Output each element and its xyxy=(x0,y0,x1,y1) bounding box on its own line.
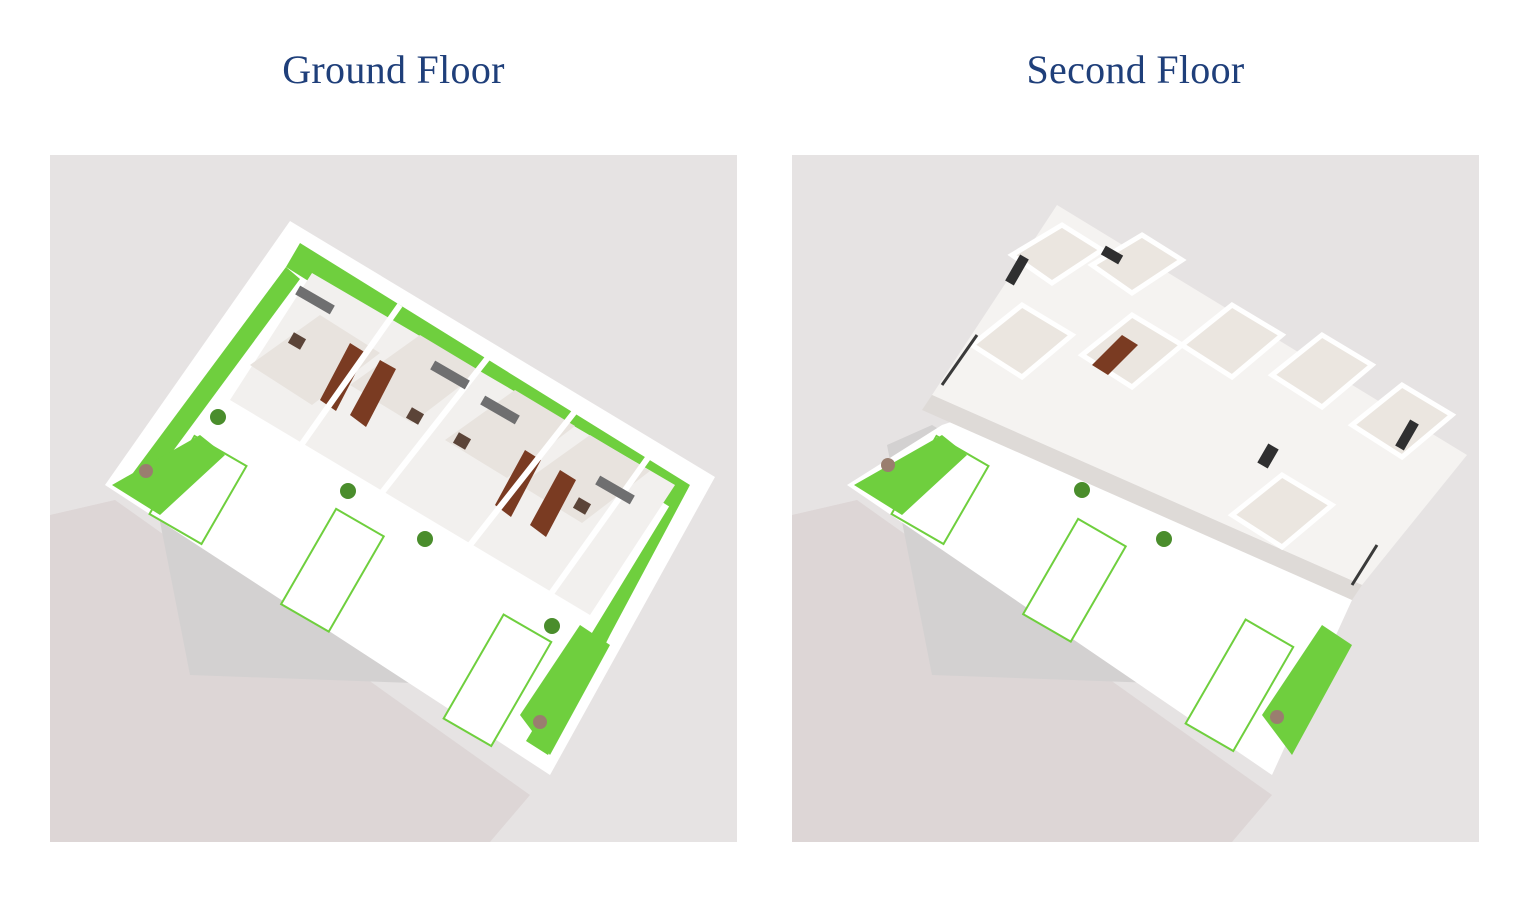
ground-floor-title: Ground Floor xyxy=(282,47,505,92)
ground-floor-plan-image xyxy=(50,155,737,842)
second-floor-title: Second Floor xyxy=(1026,47,1245,92)
second-floor-plan-image xyxy=(792,155,1479,842)
